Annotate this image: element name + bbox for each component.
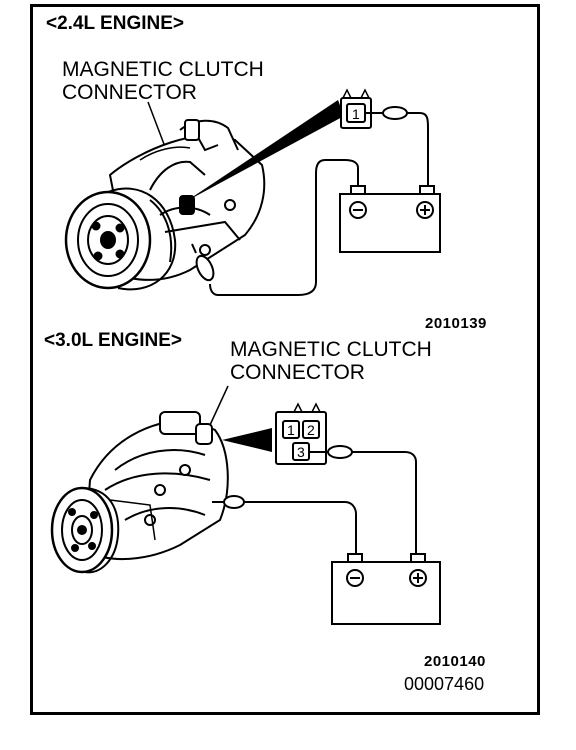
connector-label-top-line2: CONNECTOR [62, 81, 197, 104]
pointer-wedge-bottom [222, 428, 272, 452]
wire-positive-top [407, 112, 429, 186]
compressor-probe-top [191, 243, 215, 282]
engine-label-top: <2.4L ENGINE> [46, 13, 184, 34]
battery-bottom [331, 553, 441, 625]
pin-1-top: 1 [352, 106, 360, 122]
wire-negative-bottom [242, 501, 357, 556]
figure-code-top: 2010139 [425, 315, 487, 332]
connector-label-top-line1: MAGNETIC CLUTCH [62, 58, 264, 81]
figure-code-bottom: 2010140 [424, 653, 486, 670]
connector-label-bottom-line1: MAGNETIC CLUTCH [230, 338, 432, 361]
battery-top [339, 185, 441, 253]
pointer-wedge-top [185, 100, 344, 202]
engine-label-bottom: <3.0L ENGINE> [44, 330, 182, 351]
compressor-top [64, 119, 266, 291]
pin-1-bottom: 1 [287, 422, 295, 438]
pin-2-bottom: 2 [307, 422, 315, 438]
connector-label-bottom-line2: CONNECTOR [230, 361, 365, 384]
wire-negative-top [209, 159, 359, 296]
probe-top [365, 106, 408, 120]
document-number: 00007460 [404, 674, 485, 694]
compressor-bottom [50, 411, 229, 574]
diagram-frame [30, 4, 540, 715]
compressor-probe-bottom [212, 495, 245, 509]
wire-positive-bottom [352, 451, 417, 556]
leader-line-bottom [209, 385, 229, 426]
pin-3-bottom: 3 [297, 444, 305, 460]
